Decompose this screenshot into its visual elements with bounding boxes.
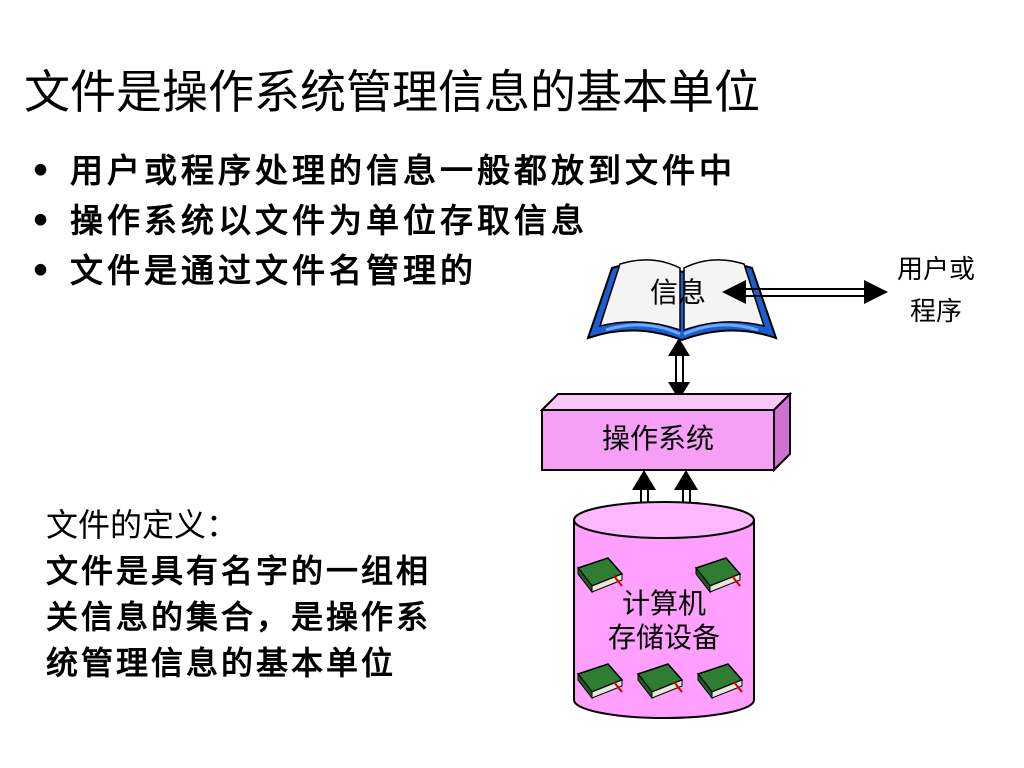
storage-label-line: 计算机 — [622, 587, 706, 620]
bullet-list: • 用户或程序处理的信息一般都放到文件中 • 操作系统以文件为单位存取信息 • 文件是… — [30, 146, 736, 296]
slide-title: 文件是操作系统管理信息的基本单位 — [24, 65, 760, 119]
bullet-text: 用户或程序处理的信息一般都放到文件中 — [70, 151, 736, 190]
bullet-item: • 操作系统以文件为单位存取信息 — [30, 196, 736, 246]
user-program-label-line: 用户或 — [897, 255, 975, 285]
user-book-arrow — [722, 280, 888, 304]
os-box: 操作系统 — [539, 391, 793, 473]
bullet-text: 文件是通过文件名管理的 — [70, 251, 477, 290]
bullet-item: • 文件是通过文件名管理的 — [30, 246, 736, 296]
os-label: 操作系统 — [602, 422, 714, 455]
user-program-label-line: 程序 — [910, 297, 962, 327]
bullet-item: • 用户或程序处理的信息一般都放到文件中 — [30, 146, 736, 196]
book-os-arrow — [668, 338, 690, 400]
definition-heading: 文件的定义： — [46, 506, 239, 544]
definition-line: 文件是具有名字的一组相 — [46, 552, 432, 590]
bullet-marker: • — [30, 151, 52, 190]
definition-line: 关信息的集合，是操作系 — [46, 598, 432, 636]
book-label: 信息 — [650, 276, 706, 309]
storage-label-line: 存储设备 — [608, 621, 720, 654]
definition-body: 文件是具有名字的一组相 关信息的集合，是操作系 统管理信息的基本单位 — [46, 548, 496, 686]
bullet-marker: • — [30, 251, 52, 290]
bullet-marker: • — [30, 201, 52, 240]
bullet-text: 操作系统以文件为单位存取信息 — [70, 201, 588, 240]
book-icon: 信息 — [586, 259, 778, 342]
definition-line: 统管理信息的基本单位 — [46, 644, 397, 682]
